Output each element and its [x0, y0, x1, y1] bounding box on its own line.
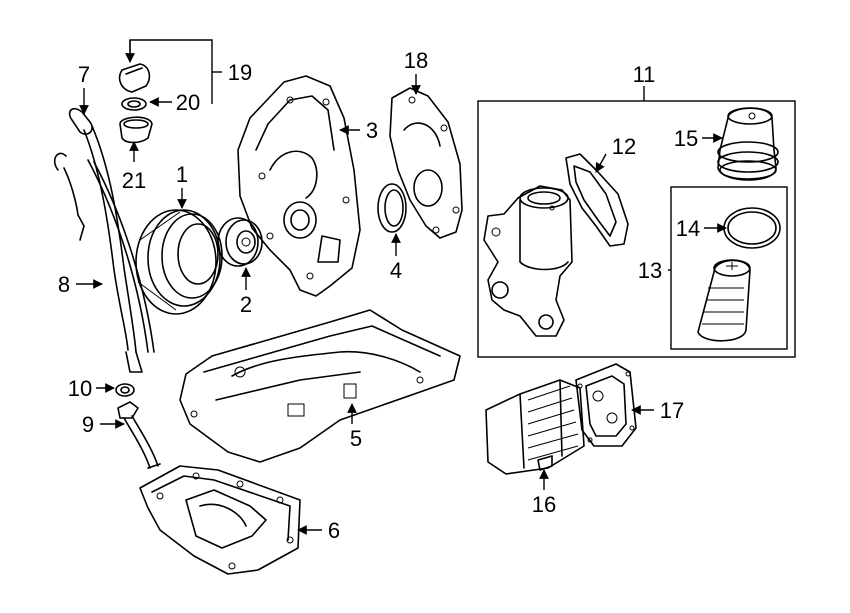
group-box-11 [477, 100, 796, 358]
callout-2: 2 [240, 292, 252, 317]
callout-18: 18 [404, 48, 428, 73]
callout-9: 9 [82, 412, 94, 437]
filler-neck-part[interactable] [119, 116, 153, 144]
dipstick-tube-part[interactable] [53, 107, 155, 373]
callout-14: 14 [676, 216, 700, 241]
crankshaft-pulley-part[interactable] [135, 209, 223, 315]
group-box-13 [670, 186, 788, 350]
oil-cooler-gasket-part[interactable] [575, 363, 637, 447]
callout-15: 15 [674, 126, 698, 151]
oil-filter-housing-part[interactable] [483, 185, 573, 337]
callout-1: 1 [176, 162, 188, 187]
lower-oil-pan-part[interactable] [139, 465, 301, 575]
callout-12: 12 [612, 134, 636, 159]
callout-17: 17 [660, 398, 684, 423]
crank-sprocket-part[interactable] [217, 217, 263, 267]
callout-labels: 7 8 10 9 19 20 21 1 2 3 18 4 5 6 11 12 1… [58, 48, 700, 543]
oil-cooler-part[interactable] [485, 379, 585, 475]
callout-8: 8 [58, 272, 70, 297]
filter-housing-gasket-part[interactable] [565, 153, 629, 247]
oil-filter-element-part[interactable] [697, 259, 751, 342]
upper-oil-pan-part[interactable] [179, 309, 461, 463]
callout-4: 4 [390, 258, 402, 283]
callout-3: 3 [366, 118, 378, 143]
filter-cap-part[interactable] [717, 107, 779, 181]
callout-10: 10 [68, 376, 92, 401]
cap-seal-part[interactable] [121, 97, 147, 111]
callout-13: 13 [638, 258, 662, 283]
filler-cap-part[interactable] [118, 63, 151, 93]
callout-6: 6 [328, 518, 340, 543]
callout-7: 7 [78, 62, 90, 87]
callout-5: 5 [350, 426, 362, 451]
crank-seal-part[interactable] [377, 183, 407, 233]
leader-lines [76, 39, 727, 535]
callout-21: 21 [122, 168, 146, 193]
filter-cap-o-ring-part[interactable] [723, 207, 781, 249]
o-ring-part[interactable] [115, 383, 135, 397]
callout-19: 19 [228, 60, 252, 85]
rear-cover-part[interactable] [389, 87, 463, 239]
lower-tube-part[interactable] [117, 401, 161, 469]
callout-20: 20 [176, 90, 200, 115]
callout-16: 16 [532, 492, 556, 517]
timing-cover-part[interactable] [237, 75, 361, 297]
callout-11: 11 [633, 62, 656, 87]
